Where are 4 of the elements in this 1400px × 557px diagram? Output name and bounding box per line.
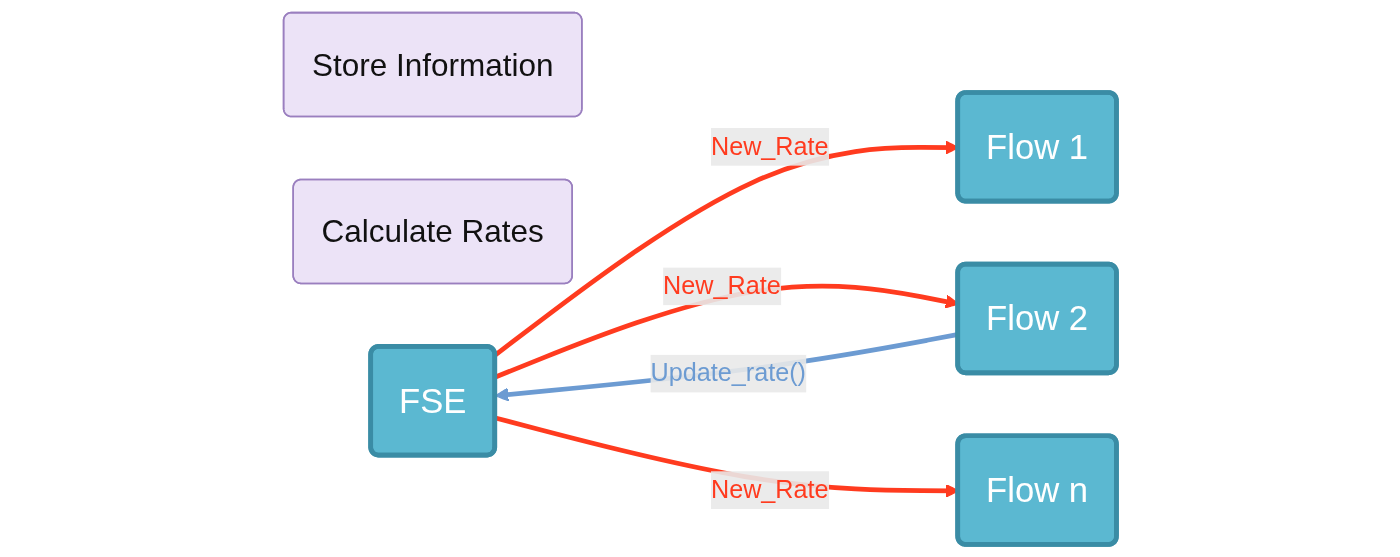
edge-label: New_Rate [710,475,829,503]
edge-label: Update_rate() [650,359,806,387]
edge-label: New_Rate [710,132,829,160]
edge-label: New_Rate [663,272,781,300]
